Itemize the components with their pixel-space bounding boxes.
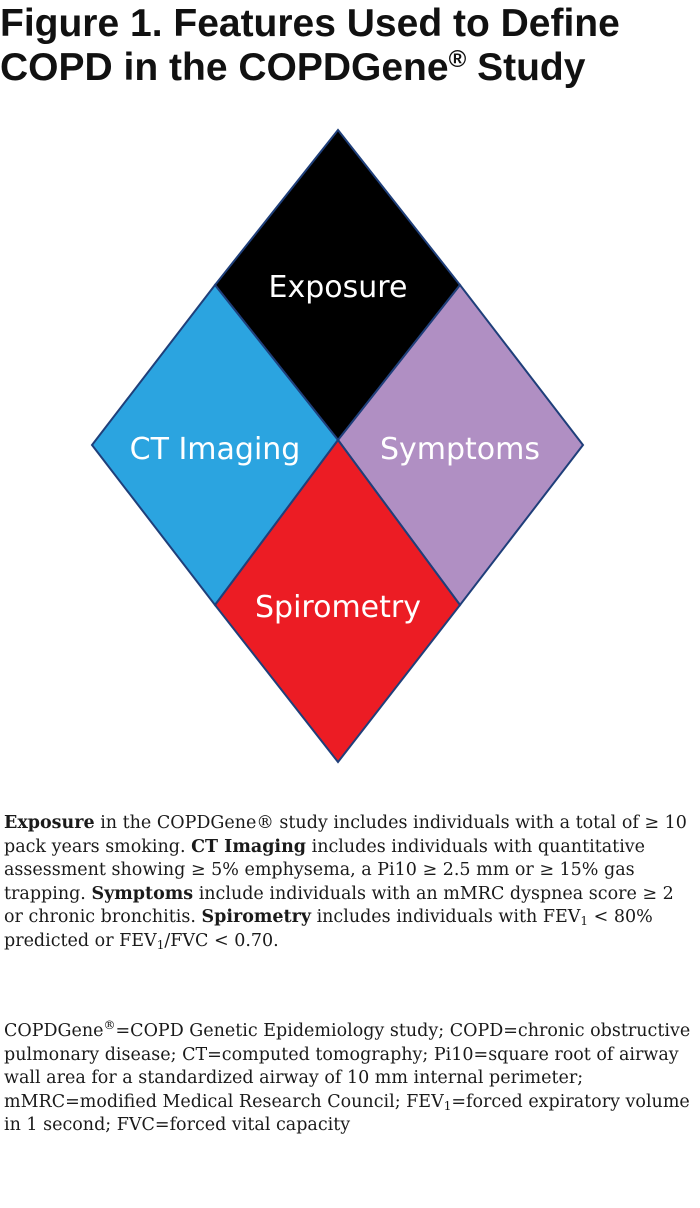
title-line-2: COPD in the COPDGene® Study [0, 46, 700, 90]
symptoms-text: include individuals with an mMRC dyspnea… [4, 883, 674, 928]
abbrev-text: =COPD Genetic Epidemiology study; COPD=c… [4, 1021, 691, 1112]
symptoms-term: Symptoms [91, 883, 194, 904]
spirometry-label: Spirometry [255, 590, 421, 625]
spirometry-text-a: includes individuals with FEV [311, 907, 581, 927]
title-line-1: Figure 1. Features Used to Define [0, 2, 620, 45]
fev1-subscript: 1 [580, 914, 589, 928]
fev1-subscript: 1 [443, 1098, 452, 1113]
spirometry-text-b: < 80% predicted or FEV [4, 907, 653, 951]
spirometry-term: Spirometry [201, 907, 311, 927]
symptoms-label: Symptoms [380, 432, 540, 467]
title-line-2-text: COPD in the COPDGene [0, 46, 449, 89]
title-line-2-suffix: Study [466, 46, 586, 89]
copd-features-diagram: Exposure CT Imaging Symptoms Spirometry [90, 128, 585, 764]
exposure-term: Exposure [4, 813, 95, 833]
ct-imaging-text: includes individuals with quantitative a… [4, 836, 646, 904]
registered-mark: ® [103, 1018, 116, 1032]
spirometry-diamond [213, 438, 462, 764]
feature-description: Exposure in the COPDGene® study includes… [4, 812, 698, 953]
ct-imaging-label: CT Imaging [130, 432, 301, 467]
abbrev-text-end: =forced expiratory volume in 1 second; F… [4, 1091, 690, 1136]
fev1-subscript: 1 [156, 937, 165, 952]
exposure-text: in the COPDGene® study includes individu… [4, 813, 687, 857]
ct-imaging-term: CT Imaging [191, 836, 307, 857]
registered-mark: ® [448, 46, 467, 73]
spirometry-text-c: /FVC < 0.70. [164, 930, 279, 951]
exposure-label: Exposure [269, 270, 408, 305]
abbreviations-note: COPDGene®=COPD Genetic Epidemiology stud… [4, 1018, 698, 1138]
figure-title: Figure 1. Features Used to Define COPD i… [0, 2, 700, 90]
abbrev-copdgene: COPDGene [4, 1021, 104, 1041]
